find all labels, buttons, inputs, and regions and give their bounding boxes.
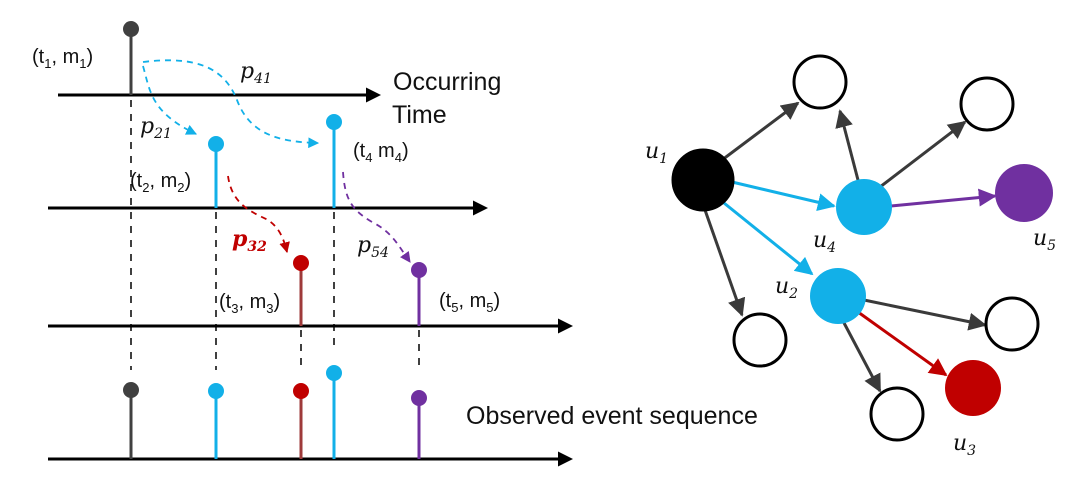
prob-label-p32: p32: [232, 226, 267, 255]
node-label-u2: u2: [775, 274, 798, 302]
edge-u1-u4: [731, 180, 836, 212]
node-label-u3: u3: [953, 431, 976, 459]
edge-u2-bottom: [841, 320, 882, 393]
observed-sequence-label: Observed event sequence: [466, 402, 758, 430]
graph-node-u5: [995, 164, 1053, 222]
influence-arrow-p21: [142, 65, 197, 135]
time-label: Time: [392, 101, 447, 129]
influence-arrow-p54: [342, 171, 411, 263]
graph-node-u3: [945, 360, 1001, 416]
edge-u4-top: [835, 109, 860, 181]
event-label-2: (t2, m2): [130, 170, 191, 195]
observed-stem-5: [411, 390, 427, 459]
event-stem-3: [293, 255, 309, 326]
edge-u1-u2: [723, 201, 814, 276]
observed-stem-3: [293, 383, 309, 459]
prob-label-p21: p21: [140, 114, 172, 142]
graph-node-empty-4: [984, 296, 1040, 352]
prob-label-p54: p54: [357, 233, 389, 261]
edge-u4-u5: [890, 188, 997, 208]
graph-node-empty-3: [732, 312, 788, 368]
event-stem-2: [208, 136, 224, 208]
event-label-3: (t3, m3): [219, 291, 280, 316]
event-stem-5: [411, 262, 427, 326]
node-label-u5: u5: [1033, 226, 1056, 254]
graph-node-u2: [810, 268, 866, 324]
graph-node-u1: [671, 148, 735, 212]
influence-arrow-p41: [142, 59, 320, 149]
node-label-u1: u1: [645, 139, 668, 167]
influence-arrow-p32: [227, 175, 290, 254]
event-label-1: (t1, m1): [32, 46, 93, 71]
occurring-label: Occurring: [393, 68, 501, 96]
event-label-4: (t4 m4): [353, 140, 409, 165]
edge-u1-top: [721, 101, 800, 162]
edge-u2-right: [863, 298, 987, 331]
graph-node-empty-5: [869, 386, 925, 442]
edge-u1-bottom: [703, 209, 746, 317]
observed-stem-4: [326, 365, 342, 459]
event-stem-4: [326, 114, 342, 208]
observed-stem-2: [208, 383, 224, 459]
event-stem-1: [123, 21, 139, 95]
node-label-u4: u4: [813, 228, 836, 256]
edge-u2-u3: [857, 310, 948, 377]
graph-node-empty-1: [792, 54, 848, 110]
observed-stem-1: [123, 382, 139, 459]
graph-node-u4: [836, 179, 892, 235]
event-label-5: (t5, m5): [439, 290, 500, 315]
prob-label-p41: p41: [240, 59, 272, 87]
edge-u4-topright: [879, 120, 967, 189]
graph-node-empty-2: [959, 76, 1015, 132]
